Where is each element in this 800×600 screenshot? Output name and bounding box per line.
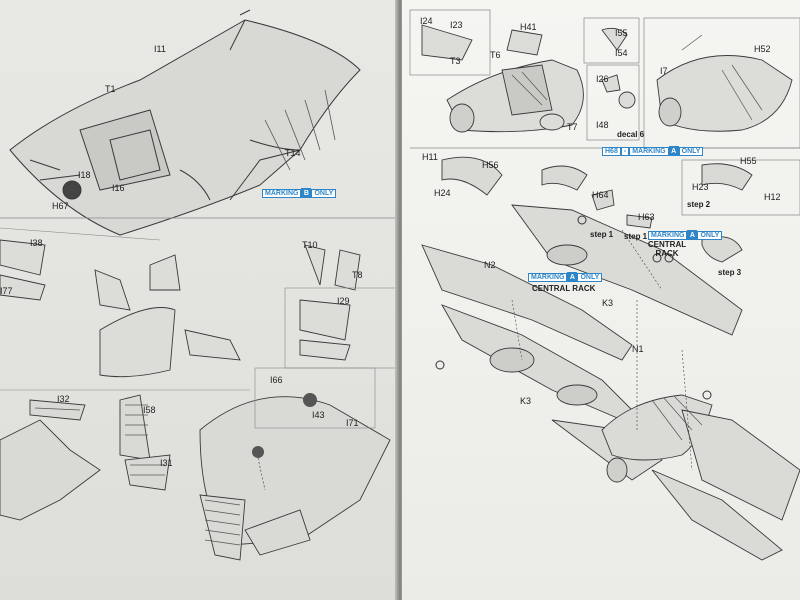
part-label: H52 [754,44,771,54]
central-rack-label: CENTRAL RACK [647,240,687,258]
step-label: step 1 [624,232,648,241]
part-label: H24 [434,188,451,198]
badge-separator: - [620,146,630,156]
part-label: I31 [160,458,173,468]
left-page: I11 T1 T14 I18 I16 H67 I38 I77 T10 T8 I2… [0,0,398,600]
step-label: step 2 [687,200,711,209]
part-label: I38 [30,238,43,248]
marking-text: MARKING [262,188,302,198]
part-label: H11 [422,152,438,162]
part-label: I77 [0,286,13,296]
right-page: I24 I23 T3 T6 H41 T7 I55 I54 I26 I48 dec… [402,0,800,600]
part-label: K3 [520,396,532,406]
step-label: step 1 [590,230,614,239]
part-label: H41 [520,22,537,32]
badge-suffix: ONLY [678,146,704,156]
page-fold [395,0,405,600]
part-label: T10 [302,240,318,250]
badge-prefix: H68 [602,146,621,156]
part-label: I18 [78,170,91,180]
left-page-drawing [0,9,398,561]
badge-text: MARKING [629,146,669,156]
part-label: I58 [143,405,156,415]
part-label: K3 [602,298,614,308]
badge-code: A [687,230,698,240]
part-label: H56 [482,160,499,170]
part-label: H67 [52,201,69,211]
part-label: H64 [592,190,609,200]
part-label: I55 [615,28,628,38]
part-label: T6 [490,50,501,60]
part-label: I32 [57,394,70,404]
step-label: step 3 [718,268,742,277]
part-label: H63 [638,212,655,222]
badge-prefix: MARKING [648,230,688,240]
badge-code: A [567,272,578,282]
part-label: decal 6 [617,130,645,139]
central-rack-label: CENTRAL RACK [532,284,596,293]
badge-suffix: ONLY [577,272,603,282]
part-label: I48 [596,120,609,130]
part-label: I29 [337,296,350,306]
marking-badge: MARKING B ONLY [262,188,337,198]
badge-prefix: MARKING [528,272,568,282]
part-label: T14 [285,148,301,158]
part-label: T8 [352,270,363,280]
part-label: T3 [450,56,461,66]
part-label: T1 [105,84,116,94]
part-label: N2 [484,260,496,270]
badge-code: A [668,146,679,156]
part-label: I54 [615,48,628,58]
marking-badge-mid: MARKING A ONLY [648,230,723,240]
part-label: T7 [567,122,578,132]
part-label: I24 [420,16,433,26]
part-label: I71 [346,418,359,428]
part-label: H12 [764,192,781,202]
part-label: H55 [740,156,757,166]
right-page-drawing [409,9,800,561]
part-label: I16 [112,183,125,193]
marking-code: B [301,188,312,198]
part-label: H23 [692,182,709,192]
marking-badge-central: MARKING A ONLY [528,272,603,282]
part-label: I11 [154,44,166,54]
part-label: I23 [450,20,463,30]
part-label: I66 [270,375,283,385]
marking-suffix: ONLY [311,188,337,198]
part-label: I26 [596,74,609,84]
badge-suffix: ONLY [697,230,723,240]
part-label: N1 [632,344,644,354]
marking-badge-small: H68 - MARKING A ONLY [602,146,704,156]
part-label: I7 [660,66,668,76]
part-label: I43 [312,410,325,420]
